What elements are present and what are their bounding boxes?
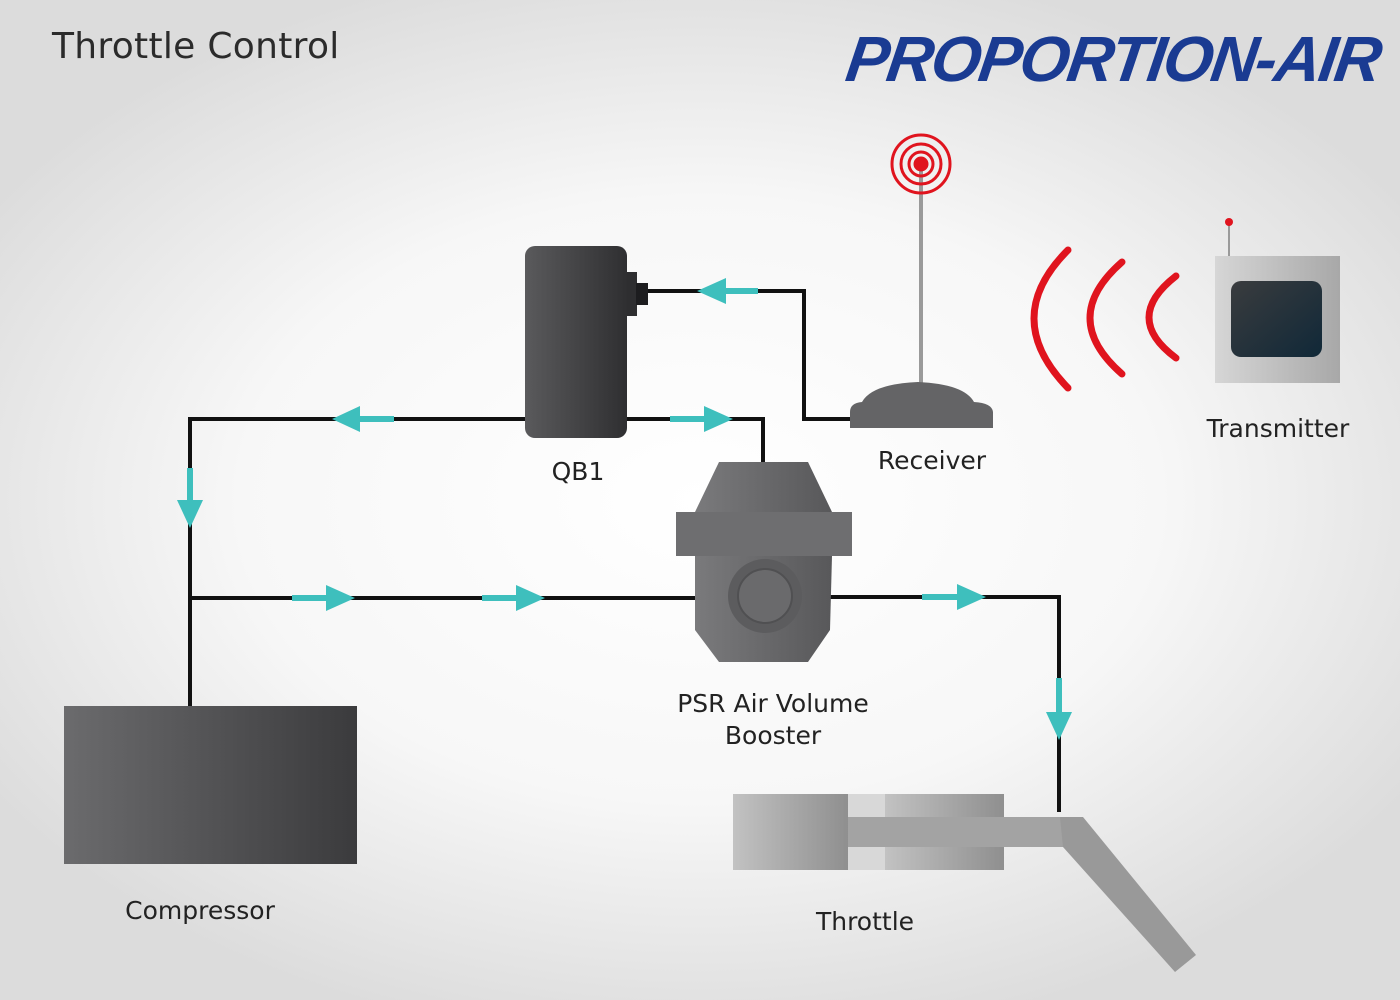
flow-arrow-down-left [177, 468, 203, 528]
compressor-label: Compressor [125, 896, 275, 925]
transmitter-device [1215, 218, 1340, 383]
flow-arrow-down-throttle [1046, 678, 1072, 740]
flow-arrow-left-receiver [697, 278, 758, 304]
flow-arrow-right-qb1 [670, 406, 733, 432]
qb1-device [525, 246, 648, 438]
throttle-device [733, 794, 1196, 972]
booster-device [676, 462, 852, 662]
throttle-label: Throttle [815, 907, 915, 936]
antenna-signal-icon [890, 133, 952, 195]
pipe-receiver-to-qb1 [648, 289, 850, 421]
receiver-device [850, 168, 993, 428]
flow-arrow-right-2 [482, 585, 545, 611]
receiver-label: Receiver [877, 446, 987, 475]
booster-label-line1: PSR Air Volume [677, 689, 869, 718]
flow-arrow-right-1 [292, 585, 355, 611]
page-title: Throttle Control [52, 26, 340, 67]
transmitter-label: Transmitter [1206, 414, 1350, 443]
compressor-device [64, 706, 357, 864]
qb1-label: QB1 [551, 457, 605, 486]
flow-arrow-right-booster-out [922, 584, 986, 610]
pipe-qb1-to-booster [626, 417, 765, 462]
flow-arrows [177, 278, 1072, 740]
booster-label-line2: Booster [724, 721, 822, 750]
pipe-booster-to-throttle [830, 595, 1061, 812]
pipe-qb1-to-left-loop [188, 417, 526, 598]
transmit-waves-icon [1030, 246, 1180, 392]
flow-arrow-left-top [332, 406, 394, 432]
